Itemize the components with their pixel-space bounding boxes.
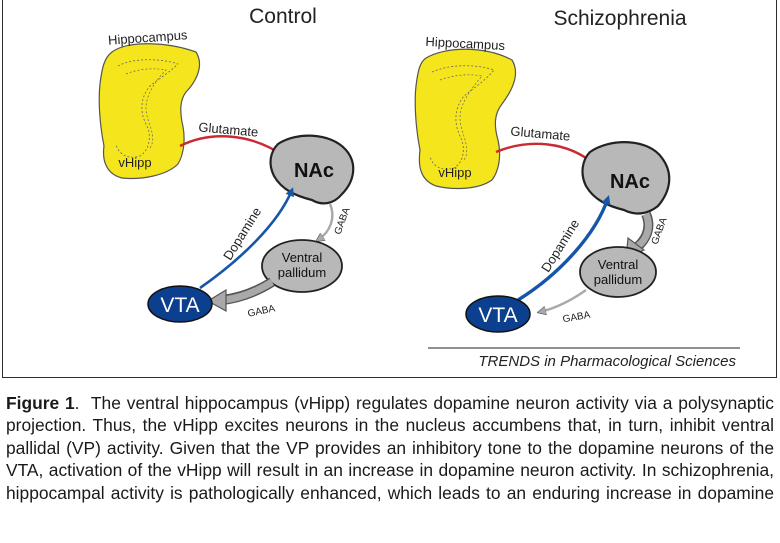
ventral-pallidum-label-line1: Ventral	[598, 257, 639, 272]
ventral-pallidum-label-line2: pallidum	[594, 272, 642, 287]
hippocampus-label: Hippocampus	[425, 34, 506, 53]
panel-schizophrenia: Schizophrenia Hippocampus vHipp Glutamat…	[414, 7, 687, 333]
gaba-nac-to-vp-label: GABA	[333, 206, 353, 236]
figure-caption: Figure 1. The ventral hippocampus (vHipp…	[6, 393, 774, 503]
hippocampus-inner-line	[115, 59, 179, 158]
ventral-pallidum-label-line1: Ventral	[282, 250, 323, 265]
hippocampus-inner-line	[125, 68, 167, 149]
vta-label: VTA	[160, 294, 199, 317]
hippocampus-inner-line	[439, 74, 483, 161]
vta-label: VTA	[478, 304, 517, 327]
figure-diagram: Control Hippocampus vHipp Glutamate NAc …	[98, 5, 740, 370]
gaba-vp-to-vta-label: GABA	[562, 310, 592, 326]
ventral-pallidum-node	[261, 239, 343, 293]
gaba-nac-to-vp-arrow	[318, 203, 334, 240]
nac-label: NAc	[294, 160, 334, 182]
vhipp-label: vHipp	[438, 165, 471, 180]
figure-frame	[2, 0, 777, 378]
nac-label: NAc	[610, 171, 650, 193]
glutamate-arrow	[495, 142, 596, 166]
ventral-pallidum-node	[579, 246, 657, 298]
vta-node	[465, 295, 531, 333]
caption-text: The ventral hippocampus (vHipp) regulate…	[6, 393, 774, 503]
nac-node	[269, 134, 355, 205]
glutamate-label: Glutamate	[510, 123, 571, 143]
hippocampus-shape	[414, 48, 517, 190]
panel-control: Control Hippocampus vHipp Glutamate NAc …	[98, 5, 355, 323]
figure-source: TRENDS in Pharmacological Sciences	[478, 353, 736, 370]
panel-title: Control	[249, 5, 317, 28]
vta-node	[147, 285, 213, 323]
hippocampus-inner-line	[429, 65, 495, 170]
dopamine-arrow	[517, 195, 611, 302]
gaba-vp-to-vta-arrow-fill	[223, 279, 274, 304]
caption-label: Figure 1	[6, 393, 75, 413]
glutamate-label: Glutamate	[198, 119, 259, 139]
hippocampus-shape	[98, 43, 201, 180]
panel-title: Schizophrenia	[553, 7, 686, 30]
gaba-vp-to-vta-label: GABA	[247, 303, 277, 320]
gaba-vp-to-vta-arrow	[540, 289, 587, 312]
glutamate-arrow	[179, 135, 286, 158]
hippocampus-label: Hippocampus	[108, 27, 189, 48]
gaba-nac-to-vp-arrow-fill	[635, 212, 652, 249]
vhipp-label: vHipp	[118, 155, 151, 170]
dopamine-arrow	[199, 187, 294, 290]
gaba-vp-to-vta-arrowhead	[206, 288, 227, 313]
ventral-pallidum-label-line2: pallidum	[278, 265, 326, 280]
